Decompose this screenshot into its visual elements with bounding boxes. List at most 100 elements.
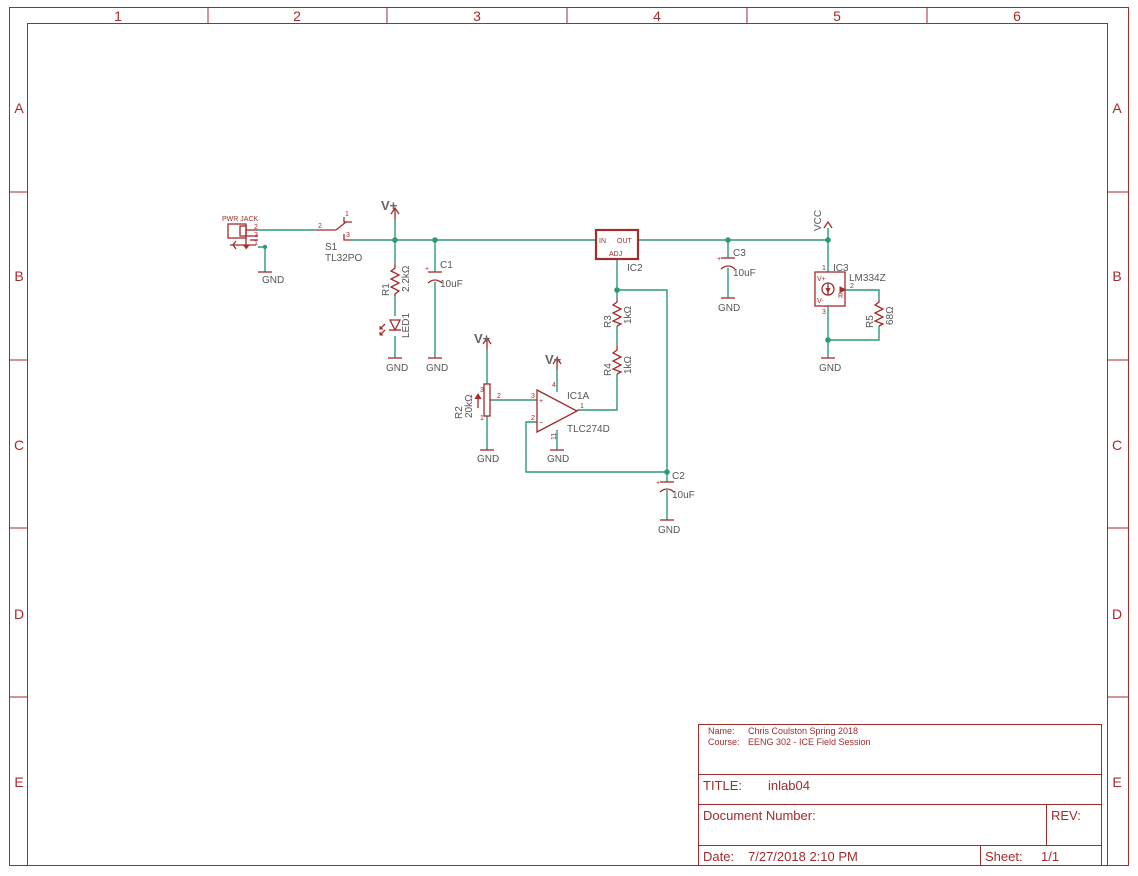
row-label: D: [14, 606, 24, 622]
wire-r5: [846, 289, 880, 300]
drawing-frame: [9, 7, 1129, 866]
pin-number: 1: [580, 403, 584, 410]
opamp-ic1a[interactable]: + − 3 2 1 4 11 IC1A TLC274D: [531, 382, 610, 440]
resistor-r4[interactable]: R4 1kΩ: [603, 346, 634, 376]
led1-name: LED1: [401, 313, 412, 338]
potentiometer-r2[interactable]: 3 2 1 R2 20kΩ: [454, 383, 501, 422]
junction-dot: [614, 287, 620, 293]
row-label: E: [14, 774, 23, 790]
wire-op-feedback: [525, 421, 667, 473]
tb-name-value: Chris Coulston Spring 2018: [748, 726, 858, 736]
tb-sheet-value: 1/1: [1041, 849, 1059, 864]
pin-number: 4: [552, 382, 556, 389]
regulator-ic2[interactable]: IN OUT ADJ IC2: [594, 228, 643, 274]
resistor-r5[interactable]: R5 68Ω: [865, 300, 896, 328]
tb-course-label: Course:: [708, 737, 740, 747]
power-jack[interactable]: PWR JACK 2 3 1: [222, 216, 259, 250]
tb-sheet-label: Sheet:: [985, 849, 1023, 864]
wire-r4-op: [577, 374, 618, 411]
vplus-flag-main: V+: [381, 198, 400, 220]
pin-number: 2: [531, 415, 535, 422]
column-label: 5: [833, 8, 841, 24]
gnd-symbol: GND: [658, 519, 680, 536]
resistor-r1[interactable]: R1 2.2kΩ: [381, 264, 412, 296]
junction-dot: [432, 237, 438, 243]
ic2-name: IC2: [627, 263, 643, 274]
pin-number: 3: [254, 232, 258, 239]
pin-number: 3: [531, 393, 535, 400]
ic2-out-pin: OUT: [617, 238, 633, 245]
gnd-label: GND: [718, 303, 740, 314]
pin-number: 1: [480, 415, 484, 422]
wires: [258, 220, 880, 520]
c1-polarity: +: [425, 266, 429, 273]
r3-value: 1kΩ: [623, 305, 634, 324]
ic1-name: IC1A: [567, 391, 590, 402]
tb-name-label: Name:: [708, 726, 735, 736]
switch-s1[interactable]: 2 1 3 S1 TL32PO: [316, 211, 362, 264]
gnd-label: GND: [658, 525, 680, 536]
wire-adj: [616, 259, 668, 472]
column-label: 1: [114, 8, 122, 24]
resistor-r3[interactable]: R3 1kΩ: [603, 300, 634, 328]
capacitor-c1[interactable]: + C1 10uF: [425, 260, 463, 290]
vplus-flag-pot: V+: [474, 331, 492, 350]
wire-r5-return: [828, 326, 880, 341]
row-label: C: [1112, 437, 1122, 453]
s1-name: S1: [325, 242, 338, 253]
led-led1[interactable]: LED1: [379, 313, 412, 338]
pin-number: 2: [497, 393, 501, 400]
gnd-label: GND: [426, 363, 448, 374]
r2-name: R2: [454, 406, 465, 419]
tb-docnum-label: Document Number:: [703, 808, 816, 823]
c2-name: C2: [672, 471, 685, 482]
c3-value: 10uF: [733, 268, 756, 279]
ic3-value: LM334Z: [849, 273, 886, 284]
column-label: 3: [473, 8, 481, 24]
r5-name: R5: [865, 315, 876, 328]
junction-dot: [825, 337, 831, 343]
ic3-vplus-pin: V+: [817, 276, 826, 283]
ic3-vminus-pin: V-: [817, 298, 824, 305]
c3-name: C3: [733, 248, 746, 259]
junction-dot: [262, 244, 268, 250]
current-source-ic3[interactable]: V+ R V- 1 2 3 IC3 LM334Z: [814, 263, 886, 316]
row-label: A: [1112, 100, 1122, 116]
row-label: A: [14, 100, 24, 116]
row-label: B: [1112, 268, 1121, 284]
gnd-label: GND: [477, 454, 499, 465]
junction-dot: [825, 237, 831, 243]
gnd-label: GND: [547, 454, 569, 465]
c3-polarity: +: [717, 256, 721, 263]
column-label: 6: [1013, 8, 1021, 24]
gnd-symbol: GND: [386, 357, 408, 374]
pin-number: 1: [822, 265, 826, 272]
pin-number: 11: [551, 433, 558, 440]
row-label: E: [1112, 774, 1121, 790]
pin-number: 1: [254, 240, 258, 247]
capacitor-c2[interactable]: + C2 10uF: [656, 471, 695, 501]
junctions: [262, 237, 831, 475]
ic2-in-pin: IN: [599, 238, 606, 245]
ic3-name: IC3: [833, 263, 849, 274]
tb-course-value: EENG 302 - ICE Field Session: [748, 737, 871, 747]
row-label: B: [14, 268, 23, 284]
gnd-symbol: GND: [819, 357, 841, 374]
gnd-label: GND: [819, 363, 841, 374]
gnd-symbol: GND: [718, 297, 740, 314]
op-plus-sign: +: [539, 398, 543, 405]
capacitor-c3[interactable]: + C3 10uF: [717, 248, 756, 279]
gnd-symbol: GND: [547, 449, 569, 465]
gnd-symbol: GND: [426, 357, 448, 374]
tb-date-label: Date:: [703, 849, 734, 864]
ic3-r-pin: R: [838, 293, 843, 300]
gnd-label: GND: [386, 363, 408, 374]
tb-title-label: TITLE:: [703, 778, 742, 793]
c1-name: C1: [440, 260, 453, 271]
zone-labels: 1 2 3 4 5 6 A B C D E A B C D E: [14, 8, 1122, 790]
c2-value: 10uF: [672, 490, 695, 501]
column-label: 4: [653, 8, 661, 24]
gnd-symbols: GND GND GND GND GND GND GND GND: [258, 271, 841, 536]
wire-jack-gnd: [258, 246, 266, 272]
row-label: D: [1112, 606, 1122, 622]
